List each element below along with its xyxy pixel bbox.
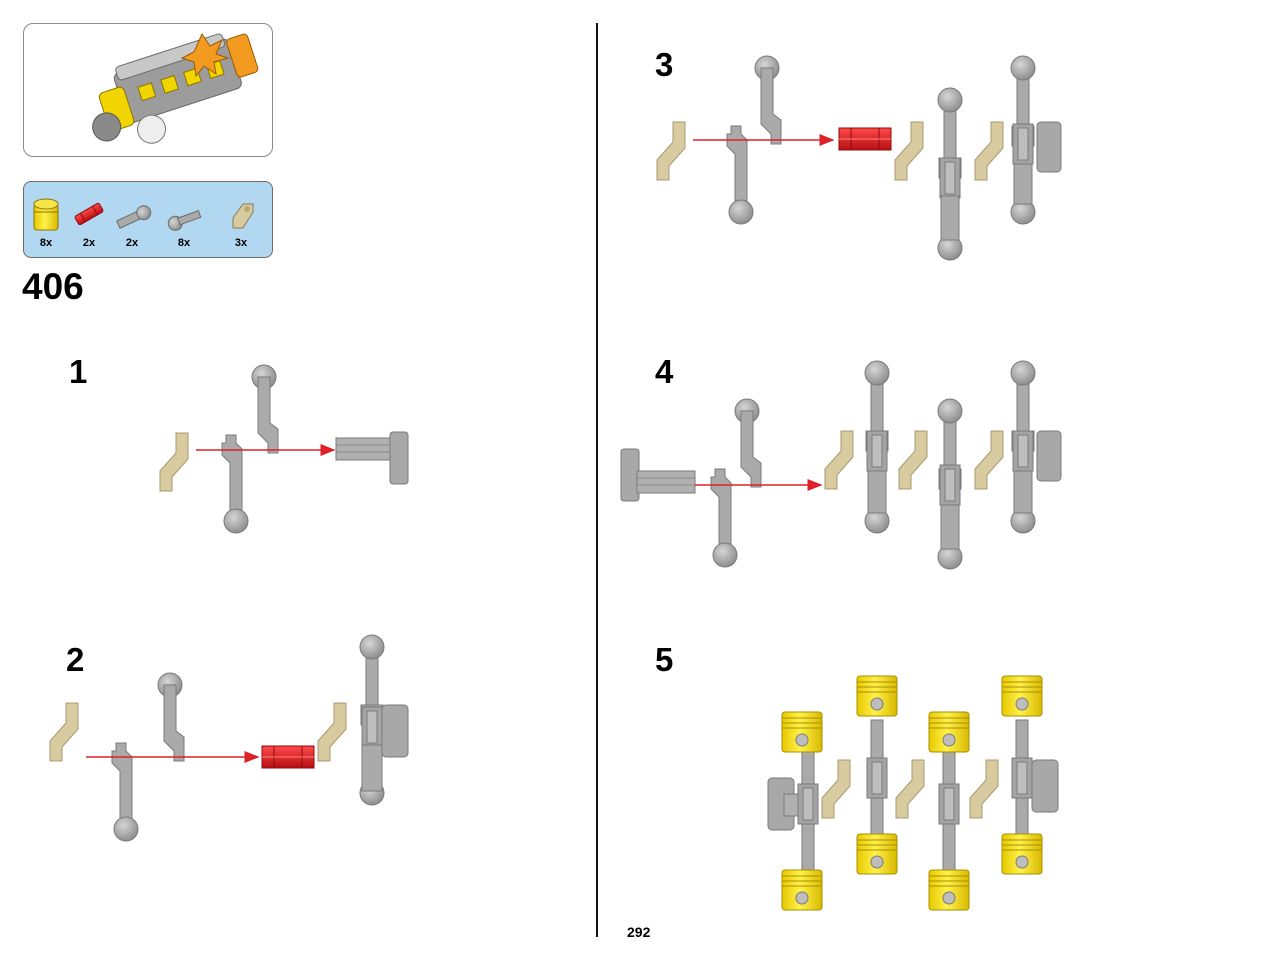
part-quantity: 2x bbox=[125, 237, 139, 249]
substep-5-illustration bbox=[767, 675, 1059, 911]
part-quantity: 8x bbox=[39, 237, 53, 249]
page-divider bbox=[596, 23, 598, 937]
yellow-piston-icon bbox=[33, 198, 59, 231]
substep-number: 4 bbox=[655, 353, 674, 390]
gray-crank-arm-icon bbox=[115, 205, 152, 229]
substep-1-illustration bbox=[159, 364, 409, 534]
gray-connecting-rod-icon bbox=[167, 210, 202, 231]
substep-number: 5 bbox=[655, 641, 674, 678]
engine-model-image bbox=[92, 32, 259, 144]
substep-3-illustration bbox=[656, 55, 1062, 261]
parts-list-callout: 8x 2x 2x 8x bbox=[23, 181, 273, 258]
substep-number: 1 bbox=[69, 353, 88, 390]
part-item: 2x bbox=[69, 190, 109, 250]
part-quantity: 8x bbox=[177, 237, 191, 249]
part-quantity: 2x bbox=[82, 237, 96, 249]
part-item: 8x bbox=[164, 190, 204, 250]
build-step-number: 406 bbox=[22, 266, 84, 307]
part-item: 2x bbox=[112, 190, 152, 250]
red-axle-connector-icon bbox=[74, 202, 104, 226]
substep-number: 2 bbox=[66, 641, 85, 678]
substep-number: 3 bbox=[655, 46, 674, 83]
substep-4-illustration bbox=[620, 360, 1062, 570]
model-overview-callout bbox=[23, 23, 273, 157]
tan-crank-web-icon bbox=[232, 203, 254, 229]
part-quantity: 3x bbox=[234, 237, 248, 249]
part-item: 3x bbox=[221, 190, 261, 250]
substep-2-illustration bbox=[49, 634, 409, 842]
page-number: 292 bbox=[627, 924, 651, 940]
part-item: 8x bbox=[26, 190, 66, 250]
